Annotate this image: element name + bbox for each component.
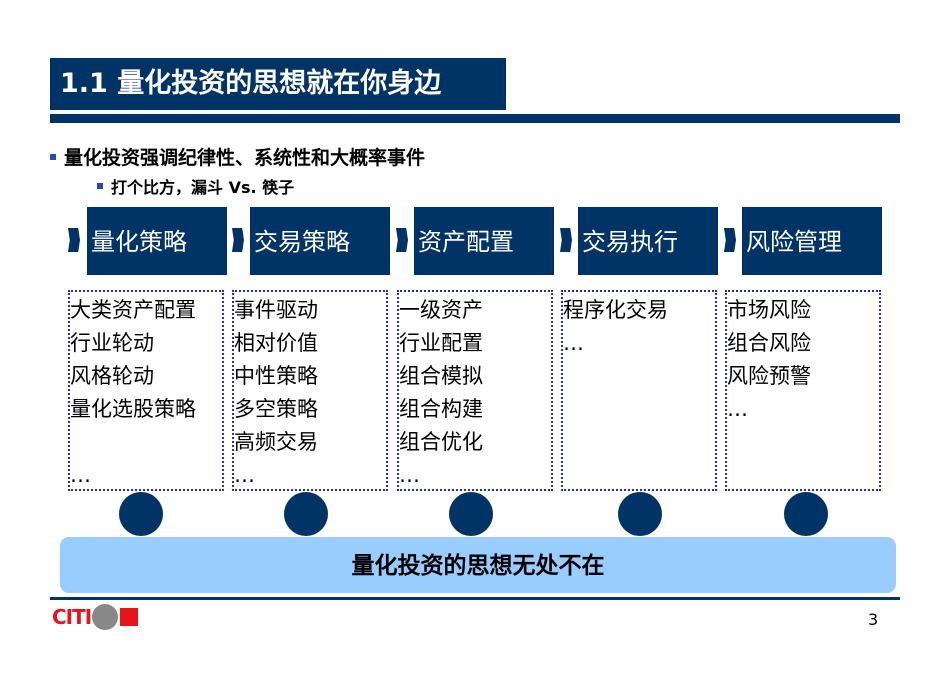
citics-logo: CITI (52, 604, 139, 630)
summary-banner: 量化投资的思想无处不在 (60, 537, 896, 593)
connector-circle (784, 492, 828, 536)
column-items-box: 一级资产行业配置组合模拟组合构建组合优化 … (397, 290, 553, 491)
page-number: 3 (868, 610, 879, 629)
slide-title: 1.1 量化投资的思想就在你身边 (50, 58, 506, 110)
column-item: 事件驱动 (234, 298, 318, 322)
bullet-text: 量化投资强调纪律性、系统性和大概率事件 (64, 147, 426, 169)
column-item: 风险预警 (727, 364, 811, 388)
column-items-box: 事件驱动相对价值中性策略多空策略高频交易 … (232, 290, 388, 491)
chevron-tab-icon (232, 228, 244, 252)
column-item: 组合风险 (727, 331, 811, 355)
bullet-square-icon (97, 183, 103, 189)
column-item: 风格轮动 (70, 364, 154, 388)
column-header: 交易执行 (578, 207, 718, 275)
connector-circle (284, 492, 328, 536)
title-divider (50, 114, 900, 123)
connector-circle (618, 492, 662, 536)
bullet-level-2: 打个比方，漏斗 Vs. 筷子 (97, 174, 294, 198)
column-item: 市场风险 (727, 298, 811, 322)
column-item: 量化选股策略 (70, 397, 196, 421)
column-item: … (70, 463, 91, 487)
bullet-square-icon (50, 153, 56, 160)
column-item: 多空策略 (234, 397, 318, 421)
chevron-tab-icon (560, 228, 572, 252)
column-item: 程序化交易 (563, 298, 668, 322)
column-item: 组合构建 (399, 397, 483, 421)
column-item: 组合优化 (399, 430, 483, 454)
column-item: … (399, 463, 420, 487)
column-items-box: 程序化交易 … (561, 290, 717, 491)
logo-seal (120, 608, 139, 626)
column-item (70, 426, 222, 459)
connector-circle (449, 492, 493, 536)
column-items-box: 市场风险组合风险风险预警 … (725, 290, 881, 491)
logo-cs-emblem (92, 604, 119, 630)
column-item: 中性策略 (234, 364, 318, 388)
column-item: 组合模拟 (399, 364, 483, 388)
bullet-text: 打个比方，漏斗 Vs. 筷子 (111, 178, 295, 197)
column-item: 一级资产 (399, 298, 483, 322)
column-item: 相对价值 (234, 331, 318, 355)
column-item: 高频交易 (234, 430, 318, 454)
bullet-level-1: 量化投资强调纪律性、系统性和大概率事件 (50, 143, 425, 170)
column-items-box: 大类资产配置行业轮动风格轮动量化选股策略 … (68, 290, 224, 491)
chevron-tab-icon (396, 228, 408, 252)
column-header: 资产配置 (414, 207, 554, 275)
footer-divider (50, 597, 900, 600)
chevron-tab-icon (68, 228, 80, 252)
column-header: 风险管理 (742, 207, 882, 275)
column-item: 行业配置 (399, 331, 483, 355)
connector-circle (119, 492, 163, 536)
column-header: 量化策略 (87, 207, 227, 275)
column-item: … (727, 397, 748, 421)
chevron-tab-icon (724, 228, 736, 252)
column-item: 行业轮动 (70, 331, 154, 355)
logo-wordmark: CITI (52, 605, 92, 629)
column-item: 大类资产配置 (70, 298, 196, 322)
column-item: … (563, 331, 584, 355)
column-item: … (234, 463, 255, 487)
column-header: 交易策略 (250, 207, 390, 275)
